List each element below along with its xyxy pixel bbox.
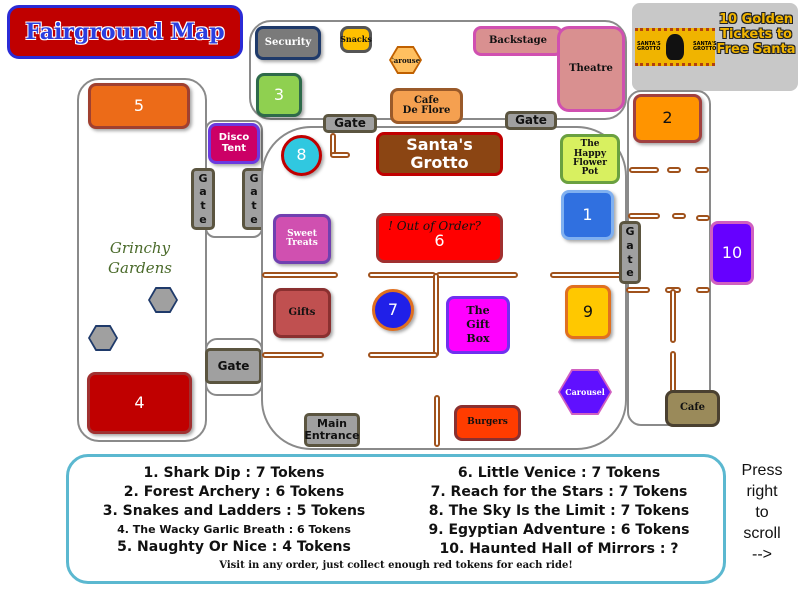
- ticket-left-text: SANTA'S GROTTO: [637, 40, 661, 52]
- gate-top-left[interactable]: Gate: [323, 114, 377, 133]
- ride-7[interactable]: 7: [372, 289, 414, 331]
- map-title-banner: Fairground Map: [7, 5, 243, 59]
- legend-ride-10: 10. Haunted Hall of Mirrors : ?: [439, 541, 679, 557]
- santas-grotto-line2: Grotto: [410, 153, 469, 172]
- ride-8[interactable]: 8: [281, 135, 322, 176]
- burgers-stall[interactable]: Burgers: [454, 405, 521, 441]
- ride-4[interactable]: 4: [87, 372, 192, 434]
- path-segment: [550, 272, 622, 278]
- ride-5[interactable]: 5: [88, 83, 190, 129]
- legend-ride-4: 4. The Wacky Garlic Breath : 6 Tokens: [117, 523, 351, 536]
- gate-top-right[interactable]: Gate: [505, 111, 557, 130]
- legend-ride-5: 5. Naughty Or Nice : 4 Tokens: [117, 539, 351, 555]
- main-entrance-line1: Main: [317, 416, 347, 430]
- path-segment: [629, 167, 659, 173]
- legend-ride-2: 2. Forest Archery : 6 Tokens: [123, 484, 345, 500]
- path-segment: [667, 167, 681, 173]
- path-segment: [696, 215, 710, 221]
- path-segment: [368, 352, 438, 358]
- scroll-hint: Press right to scroll -->: [730, 460, 794, 565]
- path-segment: [262, 272, 338, 278]
- scroll-right-arrow-icon: -->: [752, 546, 772, 563]
- theatre-building[interactable]: Theatre: [557, 26, 625, 112]
- legend-ride-9: 9. Egyptian Adventure : 6 Tokens: [428, 522, 690, 538]
- path-segment: [670, 289, 676, 343]
- sweet-treats-line1: Sweet: [287, 228, 317, 239]
- carousel-top-label: Carousel: [388, 55, 423, 65]
- ride-1[interactable]: 1: [561, 190, 614, 240]
- sweet-treats[interactable]: Sweet Treats: [273, 214, 331, 264]
- path-segment: [670, 351, 676, 393]
- carousel-centre-label: Carousel: [565, 387, 605, 397]
- ride-9[interactable]: 9: [565, 285, 611, 339]
- legend-right-column: 6. Little Venice : 7 Tokens 7. Reach for…: [399, 464, 719, 559]
- cafe-de-flore-line1: Cafe: [413, 94, 440, 106]
- legend-left-column: 1. Shark Dip : 7 Tokens 2. Forest Archer…: [69, 464, 399, 557]
- legend-footer: Visit in any order, just collect enough …: [219, 560, 573, 571]
- grinchy-gardens-label: Grinchy Gardens: [95, 238, 185, 279]
- path-segment: [696, 287, 710, 293]
- ride-10[interactable]: 10: [710, 221, 754, 285]
- disco-tent[interactable]: Disco Tent: [208, 123, 260, 164]
- happy-flower-pot[interactable]: The Happy Flower Pot: [560, 134, 620, 184]
- main-entrance-line2: Entrance: [304, 429, 360, 442]
- garden-hexagon-1: [148, 287, 178, 313]
- cafe-de-flore[interactable]: Cafe De Flore: [390, 88, 463, 124]
- sweet-treats-line2: Treats: [286, 238, 318, 248]
- path-segment: [368, 272, 436, 278]
- disco-tent-line2: Tent: [221, 142, 247, 154]
- path-segment: [434, 395, 440, 447]
- path-segment: [626, 287, 650, 293]
- path-segment: [436, 272, 518, 278]
- gate-left-lower[interactable]: Gate: [205, 348, 262, 384]
- legend-ride-1: 1. Shark Dip : 7 Tokens: [143, 465, 325, 481]
- gate-right-vertical[interactable]: G a t e: [619, 221, 641, 284]
- grinchy-gardens-line2: Gardens: [108, 259, 172, 278]
- path-segment: [628, 213, 660, 219]
- garden-hexagon-2: [88, 325, 118, 351]
- path-segment: [330, 152, 350, 158]
- path-segment: [433, 273, 439, 357]
- santas-grotto-line1: Santa's: [406, 135, 473, 155]
- cafe-right[interactable]: Cafe: [665, 390, 720, 427]
- golden-tickets-text: 10 Golden Tickets to Free Santa: [716, 12, 796, 57]
- golden-tickets-panel[interactable]: SANTA'S GROTTO SANTA'S GROTTO 10 Golden …: [632, 3, 798, 91]
- snacks-stall[interactable]: Snacks: [340, 26, 372, 53]
- security-building[interactable]: Security: [255, 26, 321, 60]
- cafe-de-flore-line2: De Flore: [402, 105, 451, 116]
- path-segment: [672, 213, 686, 219]
- rides-legend: 1. Shark Dip : 7 Tokens 2. Forest Archer…: [66, 454, 726, 584]
- gate-left-vertical-1[interactable]: G a t e: [191, 168, 215, 230]
- disco-tent-line1: Disco: [218, 132, 250, 143]
- out-of-order-note: ! Out of Order?: [388, 219, 481, 234]
- santas-grotto[interactable]: Santa's Grotto: [376, 132, 503, 176]
- legend-ride-8: 8. The Sky Is the Limit : 7 Tokens: [428, 503, 690, 519]
- legend-ride-3: 3. Snakes and Ladders : 5 Tokens: [102, 503, 366, 519]
- ticket-right-text: SANTA'S GROTTO: [693, 40, 717, 52]
- ride-6[interactable]: ! Out of Order? 6: [376, 213, 503, 263]
- main-entrance[interactable]: Main Entrance: [304, 413, 360, 447]
- ride-2[interactable]: 2: [633, 94, 702, 143]
- ride-6-number: 6: [434, 230, 445, 250]
- ride-3[interactable]: 3: [256, 73, 302, 117]
- legend-ride-7: 7. Reach for the Stars : 7 Tokens: [430, 484, 688, 500]
- santa-silhouette-icon: [666, 34, 684, 60]
- path-segment: [262, 352, 324, 358]
- gift-box-shop[interactable]: The Gift Box: [446, 296, 510, 354]
- gifts-shop[interactable]: Gifts: [273, 288, 331, 338]
- grinchy-gardens-line1: Grinchy: [109, 239, 171, 257]
- golden-ticket-image: SANTA'S GROTTO SANTA'S GROTTO: [635, 28, 717, 66]
- path-segment: [695, 167, 709, 173]
- legend-ride-6: 6. Little Venice : 7 Tokens: [457, 465, 661, 481]
- backstage-building[interactable]: Backstage: [473, 26, 563, 56]
- map-title: Fairground Map: [25, 19, 225, 45]
